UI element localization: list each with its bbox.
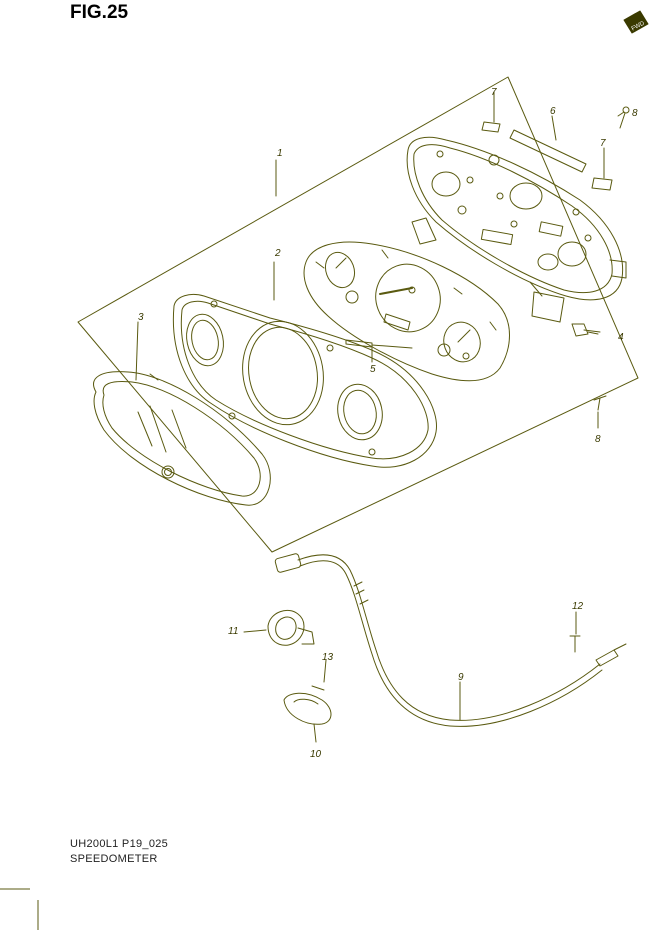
callout-3: 3 (138, 312, 144, 323)
assembly-outline (77, 76, 639, 553)
figure-name: SPEEDOMETER (70, 853, 158, 865)
callout-9: 9 (458, 672, 464, 683)
corner-mark (0, 888, 39, 930)
callout-5: 5 (370, 364, 376, 375)
callout-7-top: 7 (491, 87, 497, 98)
callout-1: 1 (277, 148, 283, 159)
meter-bezel (172, 293, 437, 468)
clamp (283, 685, 332, 725)
figure-title: FIG.25 (70, 2, 129, 23)
grommet (267, 610, 315, 646)
callout-13: 13 (322, 652, 334, 663)
meter-case (406, 136, 627, 323)
callout-2: 2 (274, 248, 281, 259)
callout-12: 12 (572, 601, 584, 612)
leader-lines (135, 91, 625, 743)
bolt-12 (569, 635, 581, 653)
figure-code: UH200L1 P19_025 (70, 838, 169, 850)
lens-cover (93, 371, 271, 506)
cushion-pads (481, 121, 613, 191)
screw-8-top (619, 106, 630, 129)
callout-8-top: 8 (632, 108, 638, 119)
callout-7-right: 7 (600, 138, 606, 149)
callout-10: 10 (310, 749, 322, 760)
bulb-4 (571, 323, 601, 337)
dial-face (303, 241, 510, 382)
forward-arrow-icon: FWD (623, 10, 649, 34)
callout-8-bottom: 8 (595, 434, 601, 445)
screw-8-bottom (593, 395, 607, 411)
callout-6: 6 (550, 106, 556, 117)
speedometer-cable (274, 553, 627, 727)
callout-11: 11 (228, 626, 238, 637)
callout-4: 4 (618, 332, 624, 343)
